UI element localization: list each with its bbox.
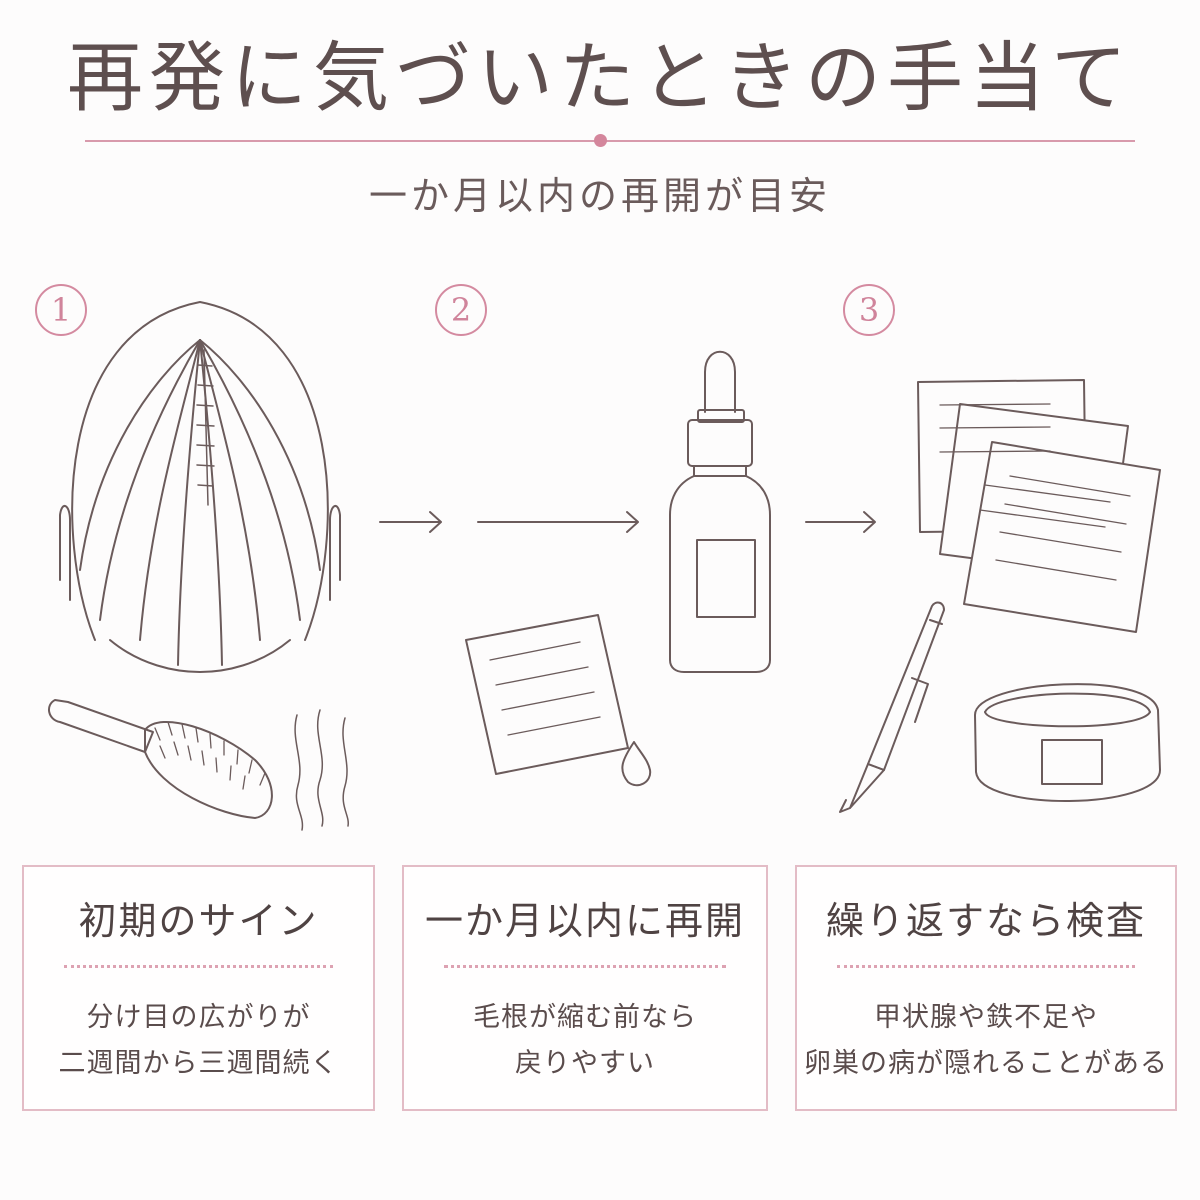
card-heading: 初期のサイン xyxy=(78,899,319,943)
step-number-3: 3 xyxy=(843,284,895,336)
pen-icon xyxy=(839,601,945,813)
card-text: 甲状腺や鉄不足や 卵巣の病が隠れることがある xyxy=(797,995,1175,1087)
step-card-1: 初期のサイン 分け目の広がりが 二週間から三週間続く xyxy=(22,865,375,1111)
card-text: 毛根が縮む前なら 戻りやすい xyxy=(404,995,766,1087)
medical-records-icon xyxy=(917,379,1161,633)
note-sheet-icon xyxy=(465,614,652,787)
step-card-2: 一か月以内に再開 毛根が縮む前なら 戻りやすい xyxy=(402,865,768,1111)
illustrations xyxy=(48,301,1161,831)
dotted-divider xyxy=(837,965,1135,968)
scalp-icon xyxy=(59,301,341,673)
card-line: 卵巣の病が隠れることがある xyxy=(804,1048,1168,1079)
wristband-icon xyxy=(974,683,1161,802)
dropper-bottle-icon xyxy=(669,350,771,673)
dotted-divider xyxy=(64,965,333,968)
card-heading: 繰り返すなら検査 xyxy=(825,899,1146,943)
arrow-icon xyxy=(477,511,639,533)
step-card-3: 繰り返すなら検査 甲状腺や鉄不足や 卵巣の病が隠れることがある xyxy=(795,865,1177,1111)
card-line: 分け目の広がりが xyxy=(86,1002,311,1033)
title-divider xyxy=(85,140,1135,142)
card-line: 戻りやすい xyxy=(515,1048,655,1079)
card-text: 分け目の広がりが 二週間から三週間続く xyxy=(24,995,373,1087)
card-line: 毛根が縮む前なら xyxy=(473,1002,697,1033)
hairbrush-icon xyxy=(48,699,273,819)
step-number-2: 2 xyxy=(435,284,487,336)
card-heading: 一か月以内に再開 xyxy=(424,899,745,943)
page-subtitle: 一か月以内の再開が目安 xyxy=(368,174,831,218)
arrow-icon xyxy=(805,511,876,533)
divider-dot xyxy=(594,134,607,147)
card-line: 二週間から三週間続く xyxy=(58,1048,339,1079)
dotted-divider xyxy=(444,965,726,968)
arrow-icon xyxy=(379,511,442,533)
card-line: 甲状腺や鉄不足や xyxy=(874,1002,1098,1033)
step-number-1: 1 xyxy=(35,284,87,336)
shed-hair-icon xyxy=(294,709,349,831)
page-title: 再発に気づいたときの手当て xyxy=(67,33,1133,122)
